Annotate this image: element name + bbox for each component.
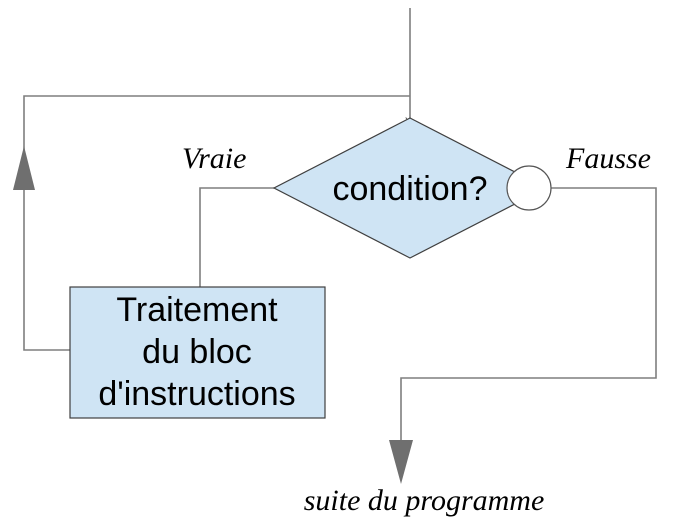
false-exit-circle bbox=[506, 165, 552, 211]
process-label-line-3: d'instructions bbox=[98, 375, 295, 413]
true-branch-label: Vraie bbox=[182, 142, 246, 175]
loop-back-connector bbox=[23, 95, 410, 351]
false-branch-connector bbox=[400, 187, 657, 440]
decision-diamond bbox=[272, 117, 548, 259]
false-branch-label: Fausse bbox=[565, 142, 651, 175]
exit-label: suite du programme bbox=[304, 484, 545, 517]
process-label-line-1: Traitement bbox=[116, 291, 278, 329]
true-branch-connector bbox=[199, 187, 274, 287]
process-label-line-2: du bloc bbox=[142, 333, 252, 371]
decision-label: condition? bbox=[332, 170, 487, 208]
loop-back-arrow-icon bbox=[13, 146, 35, 190]
process-box bbox=[69, 286, 326, 419]
exit-arrow-icon bbox=[389, 440, 413, 484]
